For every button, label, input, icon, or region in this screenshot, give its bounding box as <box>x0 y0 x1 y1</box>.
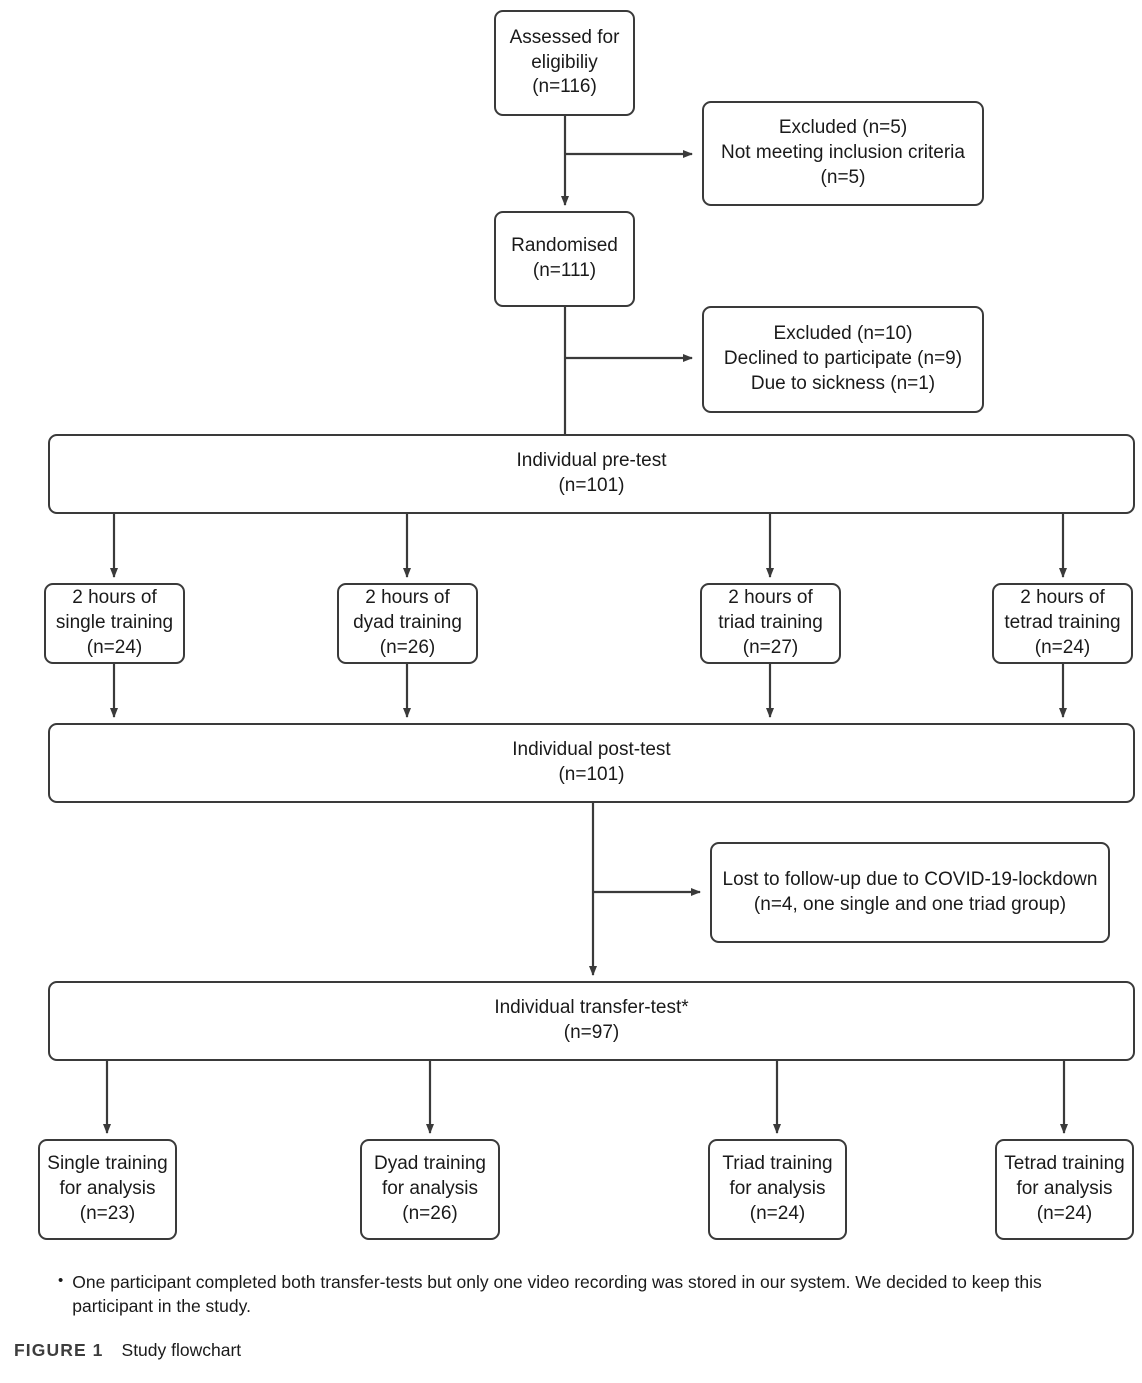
node-line: Excluded (n=5) <box>778 117 908 139</box>
node-assessed-for-eligibility: Assessed for eligibiliy (n=116) <box>494 10 635 116</box>
node-line: eligibiliy <box>531 51 598 73</box>
node-count: (n=26) <box>379 636 436 658</box>
node-line: for analysis <box>381 1178 479 1200</box>
node-line: dyad training <box>353 612 462 634</box>
node-excluded-declined-sickness: Excluded (n=10) Declined to participate … <box>702 306 984 413</box>
node-count: (n=24) <box>1034 636 1091 658</box>
node-triad-training: 2 hours of triad training (n=27) <box>700 583 841 664</box>
node-line: Tetrad training <box>1004 1153 1125 1175</box>
node-count: (n=24) <box>86 636 143 658</box>
node-count: (n=23) <box>79 1202 136 1224</box>
figure-footnote: • One participant completed both transfe… <box>58 1270 1118 1318</box>
node-line: for analysis <box>729 1178 826 1200</box>
node-line: Excluded (n=10) <box>773 323 913 345</box>
node-line: 2 hours of <box>72 587 157 609</box>
node-line: Randomised <box>511 235 618 257</box>
node-individual-pre-test: Individual pre-test (n=101) <box>48 434 1135 514</box>
node-line: single training <box>55 612 174 634</box>
node-line: Not meeting inclusion criteria <box>721 142 965 164</box>
figure-title: Study flowchart <box>121 1340 242 1360</box>
node-line: Individual transfer-test* <box>494 997 689 1019</box>
node-count: (n=5) <box>820 166 866 188</box>
node-lost-to-follow-up: Lost to follow-up due to COVID-19-lockdo… <box>710 842 1110 943</box>
node-triad-training-for-analysis: Triad training for analysis (n=24) <box>708 1139 847 1240</box>
node-line: Triad training <box>722 1153 833 1175</box>
node-count: (n=24) <box>749 1202 806 1224</box>
figure-caption: FIGURE 1 Study flowchart <box>14 1340 241 1361</box>
node-excluded-not-meeting-criteria: Excluded (n=5) Not meeting inclusion cri… <box>702 101 984 206</box>
node-single-training: 2 hours of single training (n=24) <box>44 583 185 664</box>
node-dyad-training: 2 hours of dyad training (n=26) <box>337 583 478 664</box>
footnote-text: One participant completed both transfer-… <box>72 1272 1042 1317</box>
node-line: Lost to follow-up due to COVID-19-lockdo… <box>722 868 1098 890</box>
node-dyad-training-for-analysis: Dyad training for analysis (n=26) <box>360 1139 500 1240</box>
node-line: for analysis <box>1016 1178 1113 1200</box>
node-individual-transfer-test: Individual transfer-test* (n=97) <box>48 981 1135 1061</box>
node-count: (n=116) <box>532 76 597 98</box>
figure-label: FIGURE 1 <box>14 1340 104 1360</box>
node-line: 2 hours of <box>365 587 450 609</box>
node-tetrad-training: 2 hours of tetrad training (n=24) <box>992 583 1133 664</box>
node-randomised: Randomised (n=111) <box>494 211 635 307</box>
node-tetrad-training-for-analysis: Tetrad training for analysis (n=24) <box>995 1139 1134 1240</box>
node-line: 2 hours of <box>728 587 813 609</box>
node-line: triad training <box>718 612 823 634</box>
node-count: (n=24) <box>1036 1202 1093 1224</box>
node-count: (n=26) <box>402 1202 458 1224</box>
node-single-training-for-analysis: Single training for analysis (n=23) <box>38 1139 177 1240</box>
node-line: Due to sickness (n=1) <box>750 372 936 394</box>
node-count: (n=111) <box>532 260 597 281</box>
node-line: Assessed for <box>509 26 620 48</box>
node-line: Dyad training <box>374 1153 486 1175</box>
node-line: for analysis <box>59 1178 156 1200</box>
node-count: (n=101) <box>558 764 625 785</box>
bullet-icon: • <box>58 1272 64 1289</box>
node-count: (n=4, one single and one triad group) <box>753 893 1067 915</box>
node-line: Individual post-test <box>512 739 671 761</box>
node-line: Single training <box>47 1153 168 1175</box>
node-line: Declined to participate (n=9) <box>723 348 963 370</box>
node-count: (n=27) <box>742 636 799 658</box>
node-count: (n=97) <box>563 1022 620 1043</box>
node-line: Individual pre-test <box>516 450 667 472</box>
node-line: tetrad training <box>1004 612 1121 634</box>
node-individual-post-test: Individual post-test (n=101) <box>48 723 1135 803</box>
node-line: 2 hours of <box>1020 587 1105 609</box>
node-count: (n=101) <box>558 475 625 496</box>
